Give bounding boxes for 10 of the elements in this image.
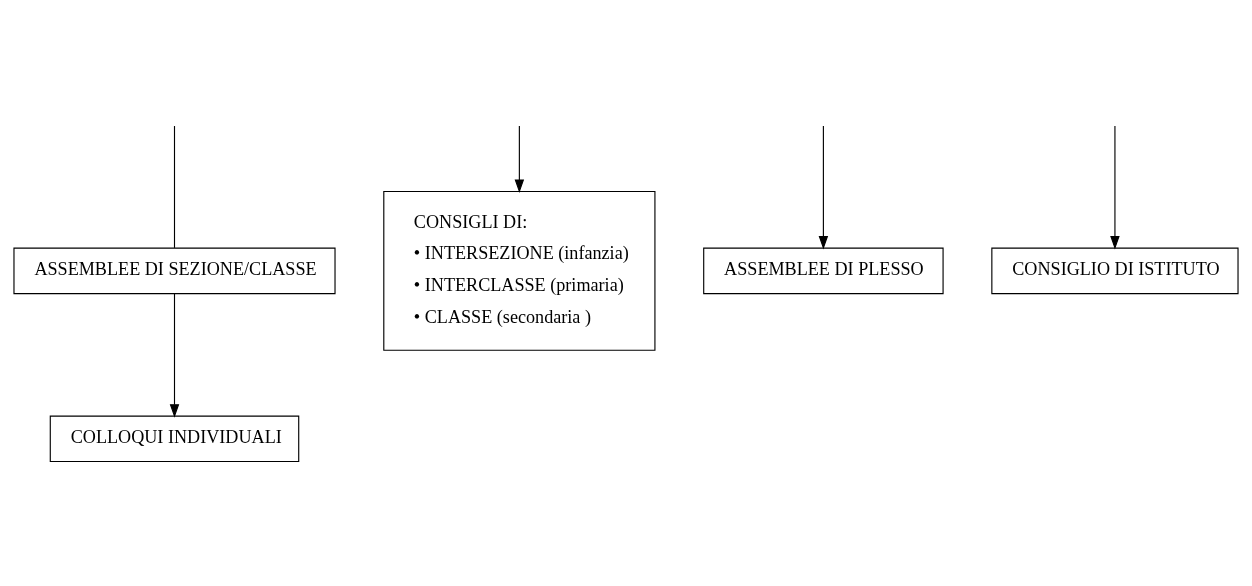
- arrow: [169, 293, 180, 418]
- arrow: [818, 125, 829, 250]
- node-box: CONSIGLI DI: • INTERSEZIONE (infanzia) • INTERCLASSE (primaria) • CLASSE (secondaria ): [383, 190, 656, 351]
- node-box: ASSEMBLEE DI PLESSO: [703, 247, 944, 295]
- connector: [173, 125, 176, 249]
- node-box: COLLOQUI INDIVIDUALI: [49, 415, 300, 463]
- node-box: CONSIGLIO DI ISTITUTO: [991, 247, 1239, 295]
- arrow: [1110, 125, 1120, 250]
- arrow: [514, 125, 525, 194]
- node-box: ASSEMBLEE DI SEZIONE/CLASSE: [13, 247, 336, 295]
